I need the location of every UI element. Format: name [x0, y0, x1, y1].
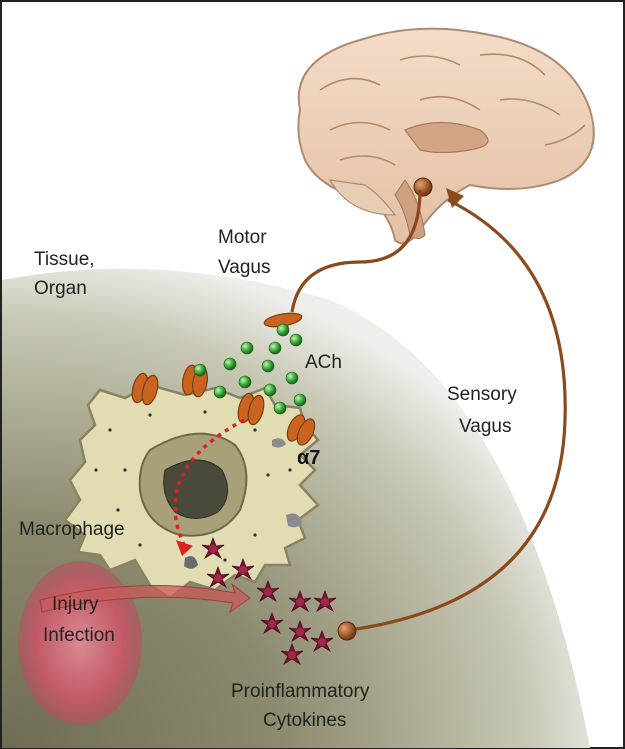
motor-label-line1: Motor [218, 227, 267, 248]
brainstem-nucleus-icon [414, 178, 432, 196]
cytokines-label-line1: Proinflammatory [231, 681, 370, 702]
injury-label-line2: Infection [43, 625, 115, 646]
sensory-label-line2: Vagus [459, 416, 511, 437]
motor-label-line2: Vagus [218, 257, 270, 278]
macrophage-label: Macrophage [19, 519, 125, 540]
cytokines-label-line2: Cytokines [263, 710, 346, 731]
sensory-ending-icon [338, 622, 356, 640]
ach-label: ACh [305, 352, 342, 373]
tissue-label-line1: Tissue, [34, 249, 95, 270]
alpha7-label: α7 [297, 447, 320, 469]
injury-label-line1: Injury [52, 594, 99, 615]
sensory-label-line1: Sensory [447, 384, 517, 405]
tissue-label-line2: Organ [34, 278, 87, 299]
